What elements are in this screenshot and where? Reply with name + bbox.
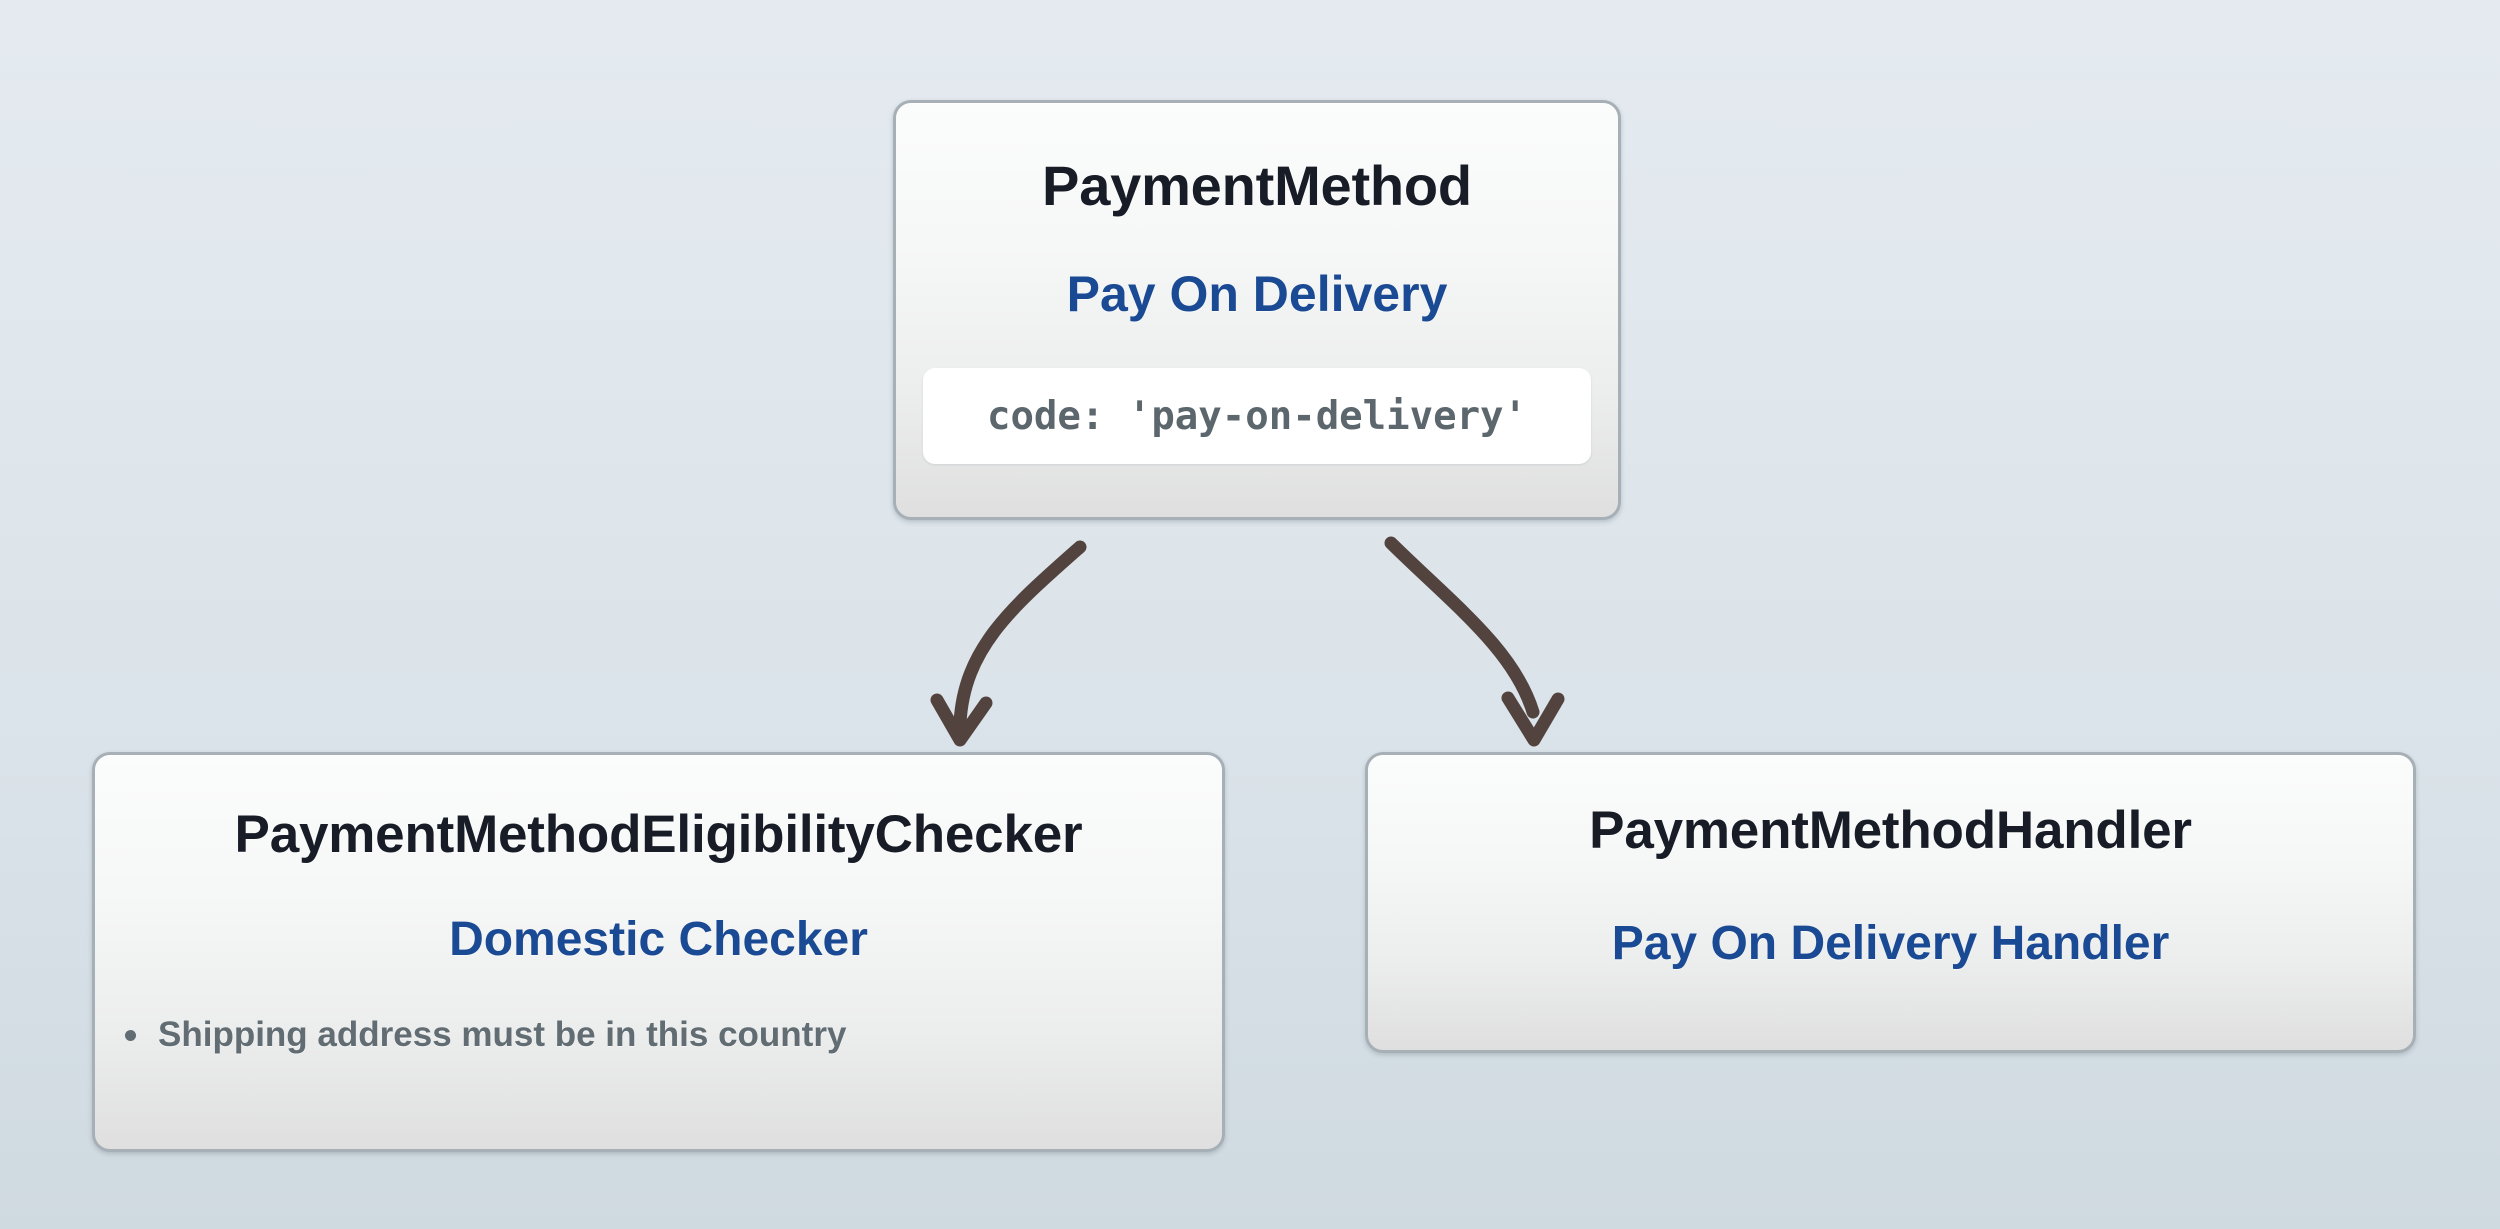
node-eligibility-checker-subtitle: Domestic Checker <box>449 912 868 966</box>
node-eligibility-checker-bullets: Shipping address must be in this country <box>125 1015 846 1055</box>
node-payment-method-code-chip: code: 'pay-on-delivery' <box>923 368 1591 465</box>
node-payment-method-eligibility-checker[interactable]: PaymentMethodEligibilityChecker Domestic… <box>92 752 1225 1152</box>
node-payment-method-subtitle: Pay On Delivery <box>1066 265 1448 322</box>
node-payment-method-handler-subtitle: Pay On Delivery Handler <box>1611 916 2170 970</box>
bullet-dot-icon <box>125 1029 136 1041</box>
node-payment-method[interactable]: PaymentMethod Pay On Delivery code: 'pay… <box>893 100 1621 520</box>
bullet-item-label: Shipping address must be in this country <box>158 1015 847 1055</box>
node-eligibility-checker-title: PaymentMethodEligibilityChecker <box>234 805 1083 864</box>
node-payment-method-handler-title: PaymentMethodHandler <box>1589 801 2192 860</box>
edge-payment-method-to-handler <box>1384 536 1565 747</box>
node-payment-method-handler[interactable]: PaymentMethodHandler Pay On Delivery Han… <box>1365 752 2416 1053</box>
edge-payment-method-to-eligibility-checker <box>930 540 1087 747</box>
list-item: Shipping address must be in this country <box>125 1015 846 1055</box>
node-payment-method-title: PaymentMethod <box>1042 154 1472 217</box>
